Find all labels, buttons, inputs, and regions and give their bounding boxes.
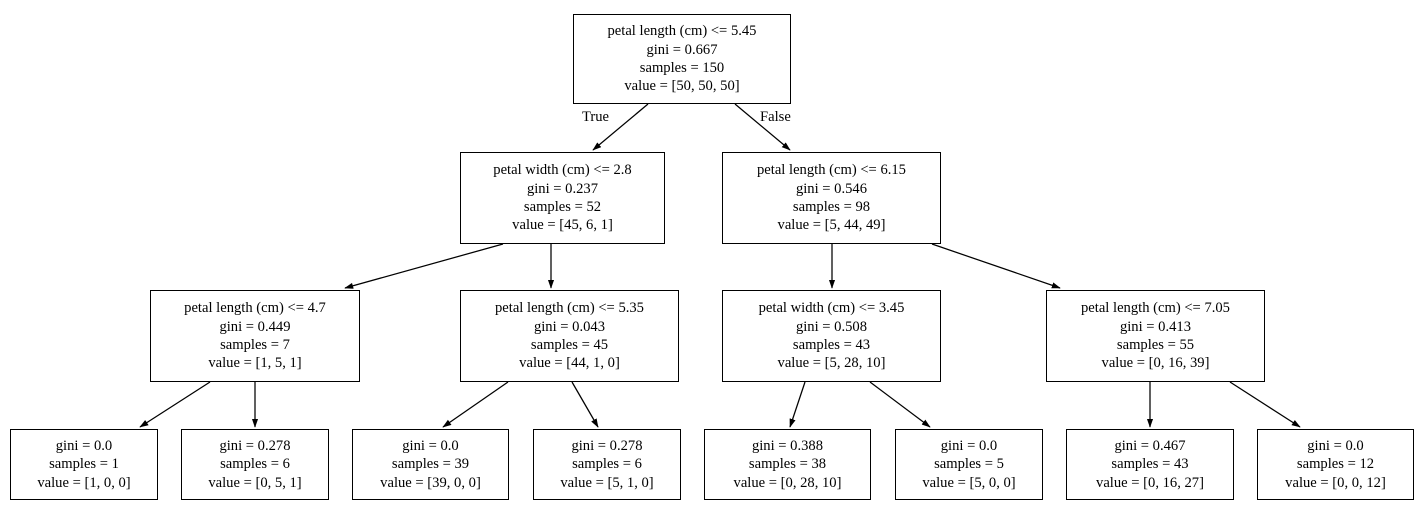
tree-node-root[interactable]: petal length (cm) <= 5.45 gini = 0.667 s…: [573, 14, 791, 104]
node-samples: samples = 7: [220, 337, 290, 353]
node-value: value = [0, 16, 27]: [1096, 474, 1204, 491]
edge-n5-n12: [869, 381, 931, 428]
node-gini: gini = 0.237: [526, 180, 599, 197]
node-samples: samples = 12: [1296, 456, 1375, 473]
node-gini: gini = 0.508: [795, 318, 868, 335]
node-condition: petal length (cm) <= 4.7: [184, 300, 326, 317]
node-condition: petal length (cm) <= 5.35: [495, 300, 644, 317]
node-value: value = [1, 0, 0]: [37, 474, 131, 491]
edge-n2-n6: [931, 243, 1061, 289]
tree-node-internal-petal-width-3-45[interactable]: petal width (cm) <= 3.45 gini = 0.508 sa…: [722, 290, 941, 382]
tree-leaf-5[interactable]: gini = 0.388 samples = 38 value = [0, 28…: [704, 429, 871, 500]
node-samples: samples = 55: [1116, 337, 1195, 353]
node-samples: samples = 52: [523, 199, 602, 215]
node-samples: samples = 45: [530, 337, 609, 353]
node-gini: gini = 0.0: [55, 437, 113, 454]
edge-n5-n11: [789, 381, 806, 428]
node-value: value = [0, 5, 1]: [208, 474, 302, 491]
node-samples: samples = 39: [391, 456, 470, 473]
node-value: value = [44, 1, 0]: [519, 355, 620, 372]
node-value: value = [5, 1, 0]: [560, 474, 654, 491]
node-value: value = [0, 0, 12]: [1285, 474, 1386, 491]
node-gini: gini = 0.449: [219, 318, 291, 335]
node-samples: samples = 1: [49, 456, 119, 473]
node-value: value = [45, 6, 1]: [512, 217, 613, 234]
node-value: value = [39, 0, 0]: [380, 474, 481, 491]
edge-n4-n9: [442, 381, 509, 428]
node-condition: petal width (cm) <= 2.8: [493, 162, 632, 179]
node-value: value = [1, 5, 1]: [208, 355, 302, 372]
node-condition: petal width (cm) <= 3.45: [758, 300, 905, 317]
tree-leaf-7[interactable]: gini = 0.467 samples = 43 value = [0, 16…: [1066, 429, 1234, 500]
node-samples: samples = 43: [1111, 456, 1189, 473]
node-value: value = [5, 28, 10]: [777, 355, 886, 372]
node-samples: samples = 6: [572, 456, 642, 473]
tree-node-internal-petal-length-7-05[interactable]: petal length (cm) <= 7.05 gini = 0.413 s…: [1046, 290, 1265, 382]
node-gini: gini = 0.0: [940, 437, 998, 454]
node-condition: petal length (cm) <= 5.45: [607, 23, 757, 40]
tree-node-internal-petal-length-4-7[interactable]: petal length (cm) <= 4.7 gini = 0.449 sa…: [150, 290, 360, 382]
tree-leaf-8[interactable]: gini = 0.0 samples = 12 value = [0, 0, 1…: [1257, 429, 1414, 500]
tree-node-internal-petal-length-6-15[interactable]: petal length (cm) <= 6.15 gini = 0.546 s…: [722, 152, 941, 244]
node-gini: gini = 0.0: [402, 437, 459, 454]
node-samples: samples = 98: [792, 199, 871, 215]
tree-leaf-4[interactable]: gini = 0.278 samples = 6 value = [5, 1, …: [533, 429, 681, 500]
tree-leaf-6[interactable]: gini = 0.0 samples = 5 value = [5, 0, 0]: [895, 429, 1043, 500]
node-samples: samples = 38: [748, 456, 827, 473]
node-samples: samples = 5: [934, 456, 1004, 473]
edge-n4-n10: [571, 381, 599, 428]
tree-leaf-3[interactable]: gini = 0.0 samples = 39 value = [39, 0, …: [352, 429, 509, 500]
node-gini: gini = 0.0: [1307, 437, 1364, 454]
node-value: value = [5, 44, 49]: [777, 217, 886, 234]
node-gini: gini = 0.667: [646, 41, 718, 58]
node-gini: gini = 0.467: [1114, 437, 1186, 454]
node-samples: samples = 6: [220, 456, 290, 473]
node-samples: samples = 150: [639, 60, 725, 76]
tree-leaf-2[interactable]: gini = 0.278 samples = 6 value = [0, 5, …: [181, 429, 329, 500]
tree-leaf-1[interactable]: gini = 0.0 samples = 1 value = [1, 0, 0]: [10, 429, 158, 500]
node-condition: petal length (cm) <= 7.05: [1081, 300, 1230, 317]
node-samples: samples = 43: [792, 337, 871, 353]
tree-node-internal-petal-length-5-35[interactable]: petal length (cm) <= 5.35 gini = 0.043 s…: [460, 290, 679, 382]
node-gini: gini = 0.278: [219, 437, 291, 454]
node-gini: gini = 0.413: [1119, 318, 1192, 335]
edge-label-false: False: [760, 109, 791, 125]
node-gini: gini = 0.278: [571, 437, 643, 454]
tree-node-internal-petal-width-2-8[interactable]: petal width (cm) <= 2.8 gini = 0.237 sam…: [460, 152, 665, 244]
node-gini: gini = 0.043: [533, 318, 606, 335]
node-value: value = [0, 28, 10]: [733, 474, 842, 491]
edge-n6-n14: [1229, 381, 1301, 428]
node-gini: gini = 0.546: [795, 180, 868, 197]
edge-label-true: True: [582, 109, 610, 125]
node-value: value = [50, 50, 50]: [624, 78, 740, 95]
node-value: value = [5, 0, 0]: [922, 474, 1016, 491]
node-gini: gini = 0.388: [751, 437, 824, 454]
edge-n3-n7: [139, 381, 211, 428]
edge-n1-n3: [344, 243, 504, 289]
node-value: value = [0, 16, 39]: [1101, 355, 1210, 372]
node-condition: petal length (cm) <= 6.15: [757, 162, 906, 179]
